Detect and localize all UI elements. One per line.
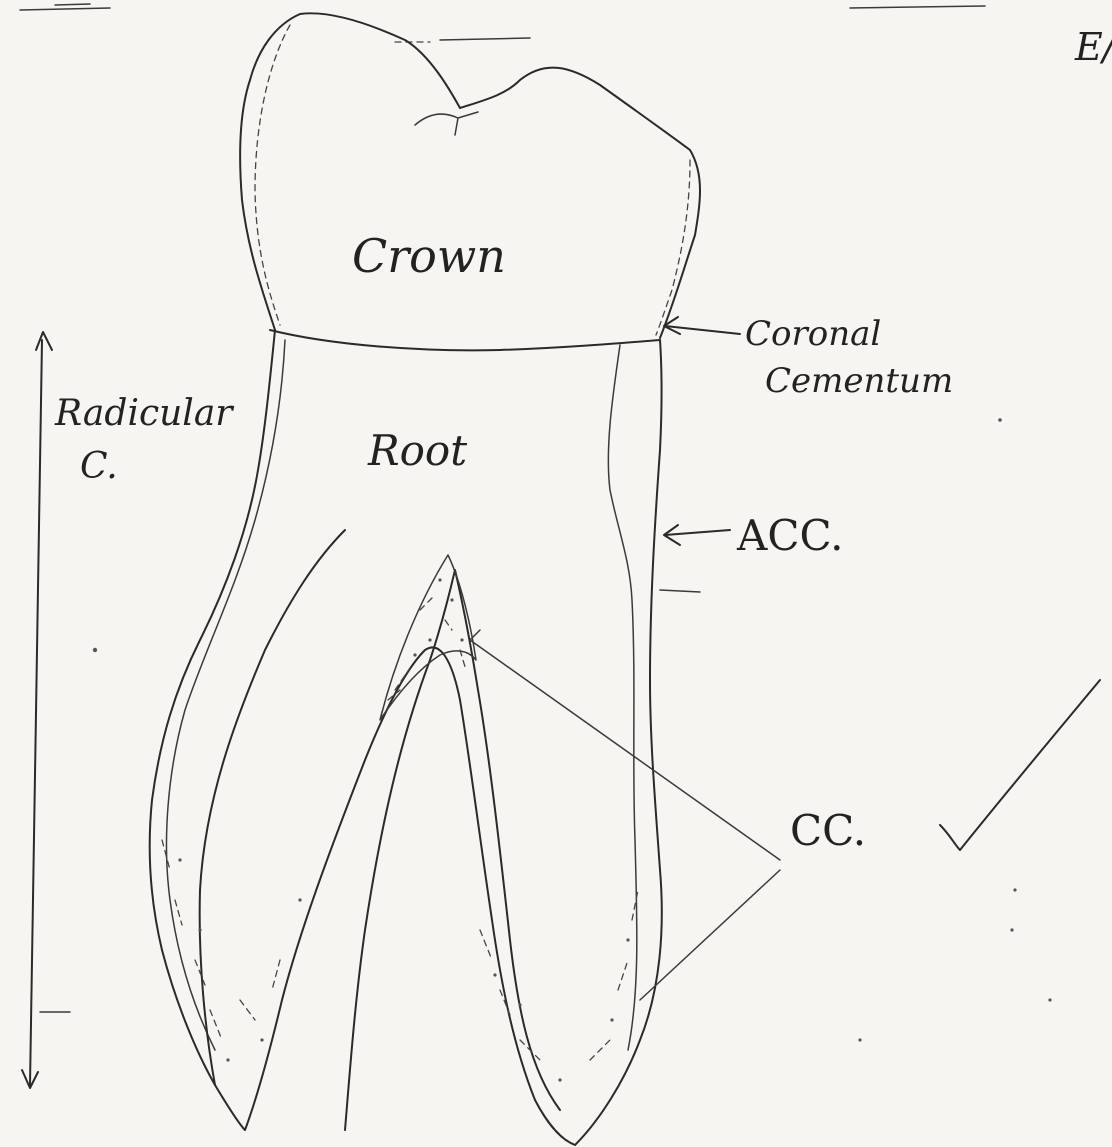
acc-arrow [664, 525, 730, 545]
stipple-furcation [388, 578, 466, 700]
corner-mark: E/ [1074, 25, 1112, 69]
radicular-label-line1: Radicular [54, 393, 234, 434]
radicular-dimension-line [22, 332, 70, 1088]
radicular-label-line2: C. [80, 446, 118, 487]
stipple-left-apex [162, 840, 302, 1062]
root-left-cementum-line [166, 340, 285, 1050]
coronal-label-line1: Coronal [745, 314, 881, 354]
scan-marks [20, 4, 985, 42]
acc-extra-tick [660, 590, 700, 592]
enamel-line [255, 25, 290, 325]
furcation-outline [345, 570, 560, 1130]
crown-outline [240, 13, 700, 338]
cemento-enamel-junction [270, 330, 660, 350]
cc-label: CC. [790, 806, 866, 855]
crown-label: Crown [352, 229, 506, 283]
enamel-line-right [656, 160, 690, 335]
acc-label: ACC. [736, 511, 843, 560]
check-mark [940, 680, 1100, 850]
root-label: Root [367, 426, 467, 475]
coronal-label-line2: Cementum [765, 361, 953, 401]
paper-specks [93, 418, 1052, 1041]
coronal-cementum-arrow [664, 317, 740, 334]
occlusal-fissure [415, 112, 478, 135]
root-right-cementum-line [608, 345, 637, 1050]
cc-leader-lines [470, 630, 780, 1000]
